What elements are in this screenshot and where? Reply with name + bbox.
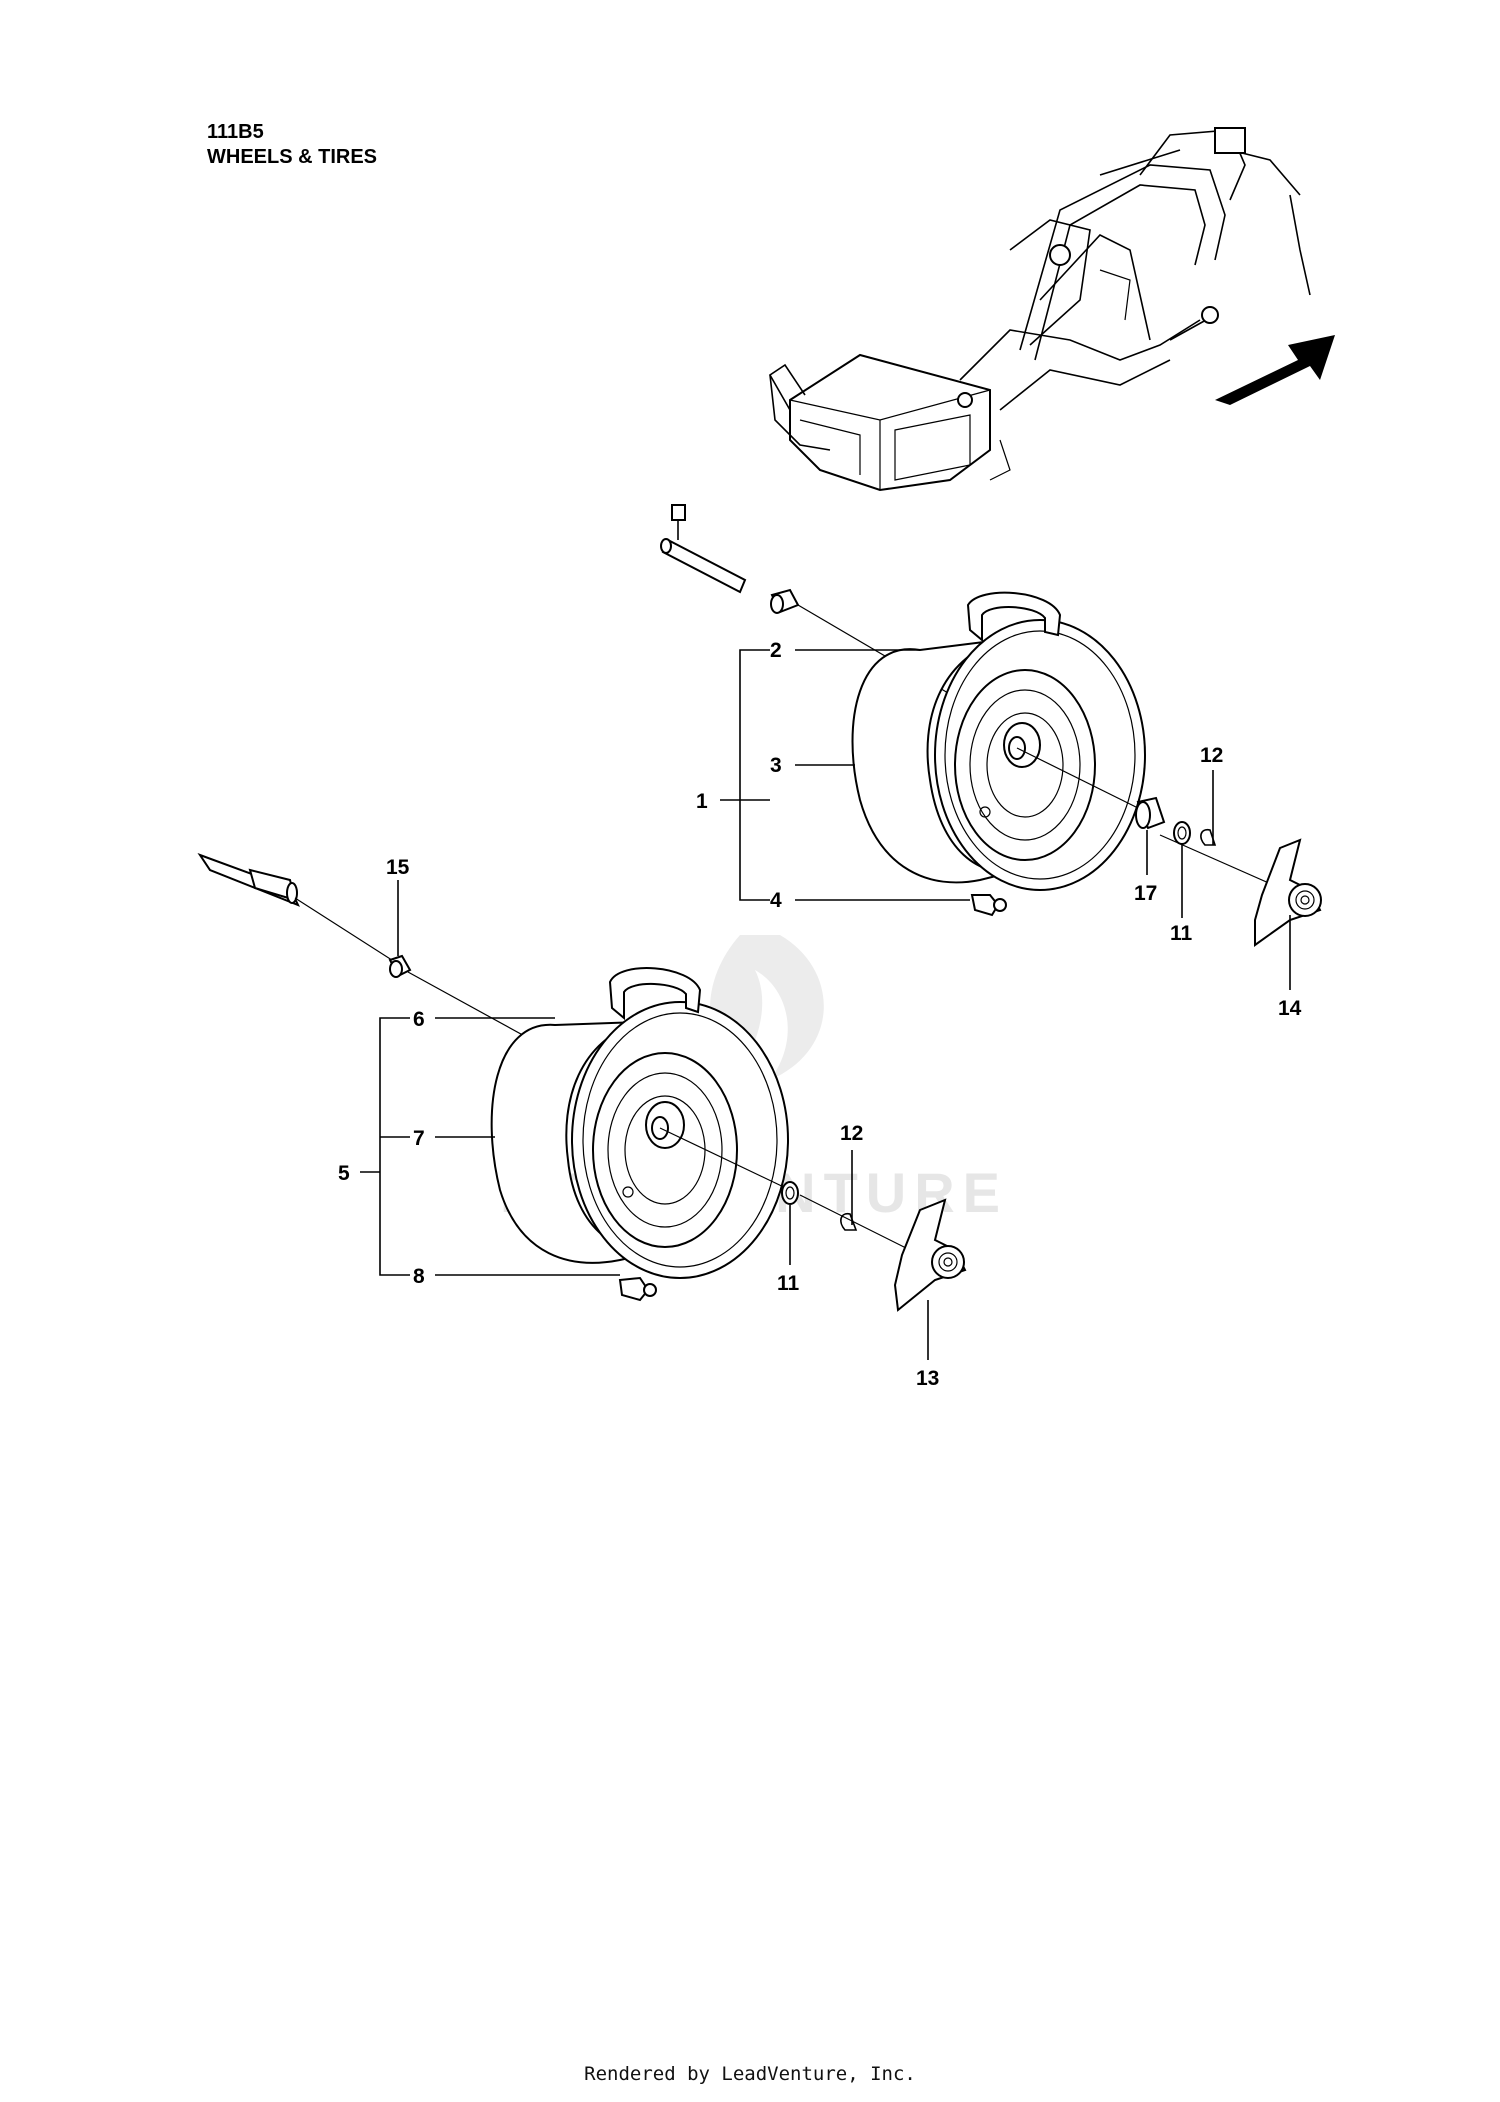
callout-2: 2 bbox=[770, 639, 782, 662]
tractor-frame-icon bbox=[768, 127, 1311, 492]
arrow-up-right-icon bbox=[1215, 335, 1335, 405]
callout-13: 13 bbox=[916, 1367, 939, 1390]
bushing-17 bbox=[1135, 796, 1166, 830]
hub-cap-upper bbox=[1254, 838, 1322, 947]
clip-upper bbox=[1200, 828, 1217, 846]
axle-pin bbox=[660, 538, 747, 594]
axle-shaft bbox=[197, 853, 300, 907]
callout-5: 5 bbox=[338, 1162, 350, 1185]
callout-14: 14 bbox=[1278, 997, 1302, 1020]
diagram-code: 111B5 bbox=[207, 121, 264, 143]
leader-lines bbox=[360, 649, 1291, 1360]
valve-stem-upper bbox=[970, 894, 1007, 917]
callout-11-lower: 11 bbox=[777, 1272, 800, 1295]
diagram-title: WHEELS & TIRES bbox=[207, 146, 378, 168]
mounting-bolt bbox=[671, 504, 686, 540]
callout-8: 8 bbox=[413, 1265, 425, 1288]
callout-12-upper: 12 bbox=[1200, 744, 1223, 767]
callout-17: 17 bbox=[1134, 882, 1157, 905]
callout-15: 15 bbox=[386, 856, 410, 879]
callout-6: 6 bbox=[413, 1008, 425, 1031]
callout-11-upper: 11 bbox=[1170, 922, 1193, 945]
callout-3: 3 bbox=[770, 754, 782, 777]
callout-4: 4 bbox=[770, 889, 782, 912]
hub-cap-lower bbox=[893, 1198, 967, 1312]
washer-upper bbox=[1173, 821, 1191, 845]
lower-rim bbox=[592, 1052, 738, 1248]
valve-stem-lower bbox=[618, 1276, 657, 1302]
clip-lower bbox=[840, 1212, 858, 1231]
spacer-15 bbox=[388, 954, 412, 978]
upper-bushing bbox=[770, 588, 800, 614]
callout-1: 1 bbox=[696, 790, 708, 813]
upper-rim bbox=[954, 669, 1096, 861]
callout-7: 7 bbox=[413, 1127, 425, 1150]
callout-12-lower: 12 bbox=[840, 1122, 863, 1145]
washer-lower bbox=[781, 1181, 799, 1205]
footer-credit: Rendered by LeadVenture, Inc. bbox=[584, 2063, 916, 2085]
